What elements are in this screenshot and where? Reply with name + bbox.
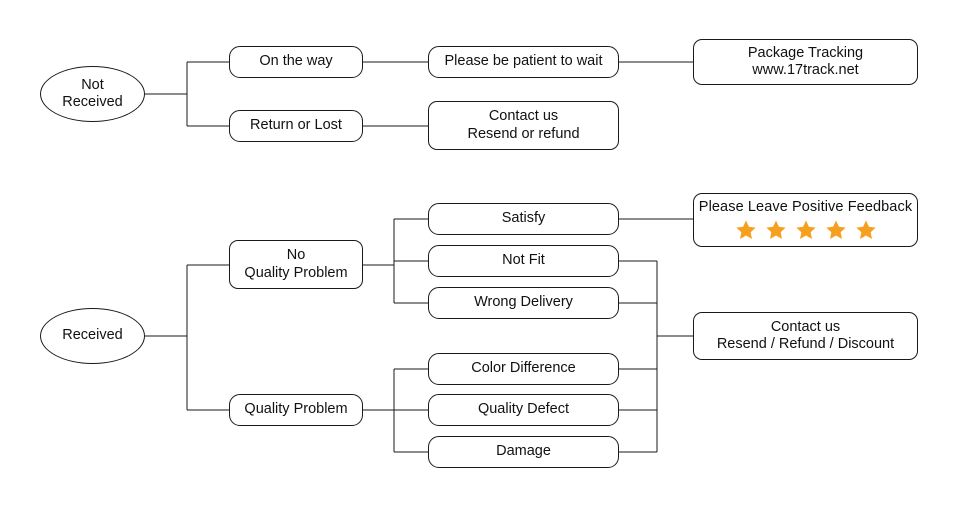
node-package-tracking[interactable]: Package Tracking www.17track.net [693, 39, 918, 85]
star-icon-3[interactable] [795, 219, 817, 241]
node-not-fit-label: Not Fit [502, 252, 545, 269]
node-not-received-line2: Received [62, 94, 123, 110]
node-return-or-lost-label: Return or Lost [250, 117, 342, 134]
node-color-difference[interactable]: Color Difference [428, 353, 619, 385]
node-not-received-line1: Not [81, 76, 104, 93]
node-no-quality-problem[interactable]: No Quality Problem [229, 240, 363, 289]
node-no-quality-problem-line1: No [286, 247, 306, 264]
node-package-tracking-line1: Package Tracking [747, 44, 864, 61]
node-not-fit[interactable]: Not Fit [428, 245, 619, 277]
node-damage[interactable]: Damage [428, 436, 619, 468]
node-contact-us-resend-refund-discount[interactable]: Contact us Resend / Refund / Discount [693, 312, 918, 360]
node-wrong-delivery-label: Wrong Delivery [474, 294, 573, 311]
node-positive-feedback[interactable]: Please Leave Positive Feedback [693, 193, 918, 247]
node-quality-defect[interactable]: Quality Defect [428, 394, 619, 426]
node-contact-us-resend-refund-discount-line2: Resend / Refund / Discount [716, 336, 895, 352]
node-not-received[interactable]: Not Received [40, 66, 145, 122]
node-package-tracking-line2: www.17track.net [752, 62, 859, 78]
node-wrong-delivery[interactable]: Wrong Delivery [428, 287, 619, 319]
star-icon-2[interactable] [765, 219, 787, 241]
node-color-difference-label: Color Difference [471, 360, 576, 377]
node-on-the-way-label: On the way [259, 53, 333, 70]
star-rating[interactable] [735, 219, 877, 241]
node-quality-defect-label: Quality Defect [477, 401, 570, 418]
node-satisfy[interactable]: Satisfy [428, 203, 619, 235]
node-quality-problem[interactable]: Quality Problem [229, 394, 363, 426]
node-return-or-lost[interactable]: Return or Lost [229, 110, 363, 142]
node-no-quality-problem-line2: Quality Problem [244, 264, 348, 281]
star-icon-5[interactable] [855, 219, 877, 241]
node-please-be-patient-label: Please be patient to wait [444, 53, 603, 70]
node-received[interactable]: Received [40, 308, 145, 364]
node-damage-label: Damage [496, 443, 551, 460]
node-received-line1: Received [62, 327, 123, 344]
node-on-the-way[interactable]: On the way [229, 46, 363, 78]
node-contact-us-resend-refund-line2: Resend or refund [467, 125, 580, 142]
node-contact-us-resend-refund[interactable]: Contact us Resend or refund [428, 101, 619, 150]
star-icon-1[interactable] [735, 219, 757, 241]
star-icon-4[interactable] [825, 219, 847, 241]
node-contact-us-resend-refund-line1: Contact us [488, 108, 559, 125]
node-quality-problem-line1: Quality Problem [244, 401, 348, 418]
node-please-be-patient[interactable]: Please be patient to wait [428, 46, 619, 78]
node-contact-us-resend-refund-discount-line1: Contact us [770, 318, 841, 335]
node-satisfy-label: Satisfy [501, 210, 546, 227]
node-positive-feedback-label: Please Leave Positive Feedback [698, 198, 913, 215]
